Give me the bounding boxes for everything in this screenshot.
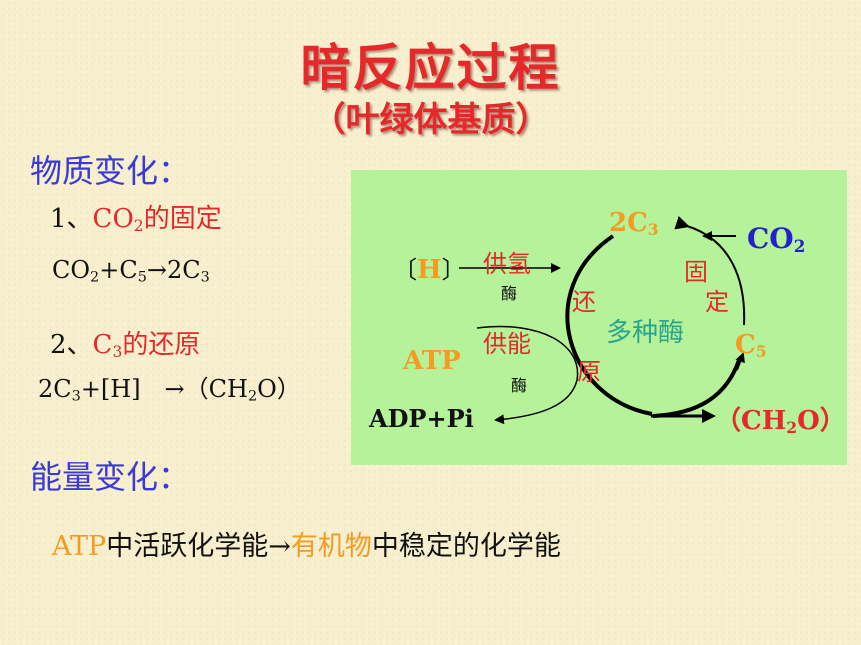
- c3-label: 2C3: [609, 208, 659, 239]
- reduction-label-2: 原: [577, 358, 601, 386]
- ch2o-label: （CH2O）: [715, 406, 846, 437]
- section-heading-material: 物质变化：: [30, 152, 191, 190]
- reduction-label-1: 还: [572, 288, 596, 316]
- atp-label: ATP: [52, 531, 107, 562]
- organic-matter-label: 有机物: [290, 531, 372, 562]
- c5-label: C5: [735, 330, 767, 361]
- co2-label: CO2: [747, 222, 806, 257]
- fixation-label-2: 定: [705, 288, 729, 316]
- formula-fixation: CO2+C5→2C3: [52, 256, 210, 286]
- step-co2-fixation: 1、CO2的固定: [50, 198, 222, 235]
- cycle-arrows: [459, 215, 746, 425]
- atp-label: ATP: [403, 346, 461, 376]
- step-number: 1、: [50, 204, 93, 234]
- energy-change-text: ATP中活跃化学能→有机物中稳定的化学能: [52, 531, 561, 562]
- supply-hydrogen-label: 供氢: [483, 250, 531, 278]
- step-label-suffix: 的还原: [122, 330, 201, 360]
- step-c3-reduction: 2、C3的还原: [50, 324, 200, 361]
- supply-energy-label: 供能: [483, 330, 531, 358]
- formula-reduction: 2C3+[H] →（CH2O）: [38, 375, 301, 405]
- step-co2-label: CO2: [92, 204, 144, 235]
- h-label: 〔H〕: [393, 255, 466, 285]
- atp-to-adp-arrow: [476, 325, 579, 425]
- fixation-arc: [674, 215, 746, 326]
- section-heading-energy: 能量变化：: [30, 458, 191, 496]
- enzyme-label-2: 酶: [511, 376, 528, 395]
- step-c3-label: C3: [92, 330, 123, 361]
- page-subtitle: （叶绿体基质）: [311, 100, 550, 140]
- step-number: 2、: [50, 330, 93, 360]
- step-label-suffix: 的固定: [143, 204, 222, 234]
- dark-reaction-diagram: 2C3 CO2 〔H〕 供氢 酶 固 定 还 原 多种酶 ATP 供能 酶 C5…: [351, 170, 847, 465]
- reduction-arc: [565, 234, 653, 416]
- enzyme-label-1: 酶: [501, 284, 518, 303]
- adp-pi-label: ADP+Pi: [369, 404, 474, 433]
- enzymes-label: 多种酶: [606, 318, 685, 348]
- page-title: 暗反应过程: [300, 39, 561, 97]
- fixation-label-1: 固: [684, 258, 708, 286]
